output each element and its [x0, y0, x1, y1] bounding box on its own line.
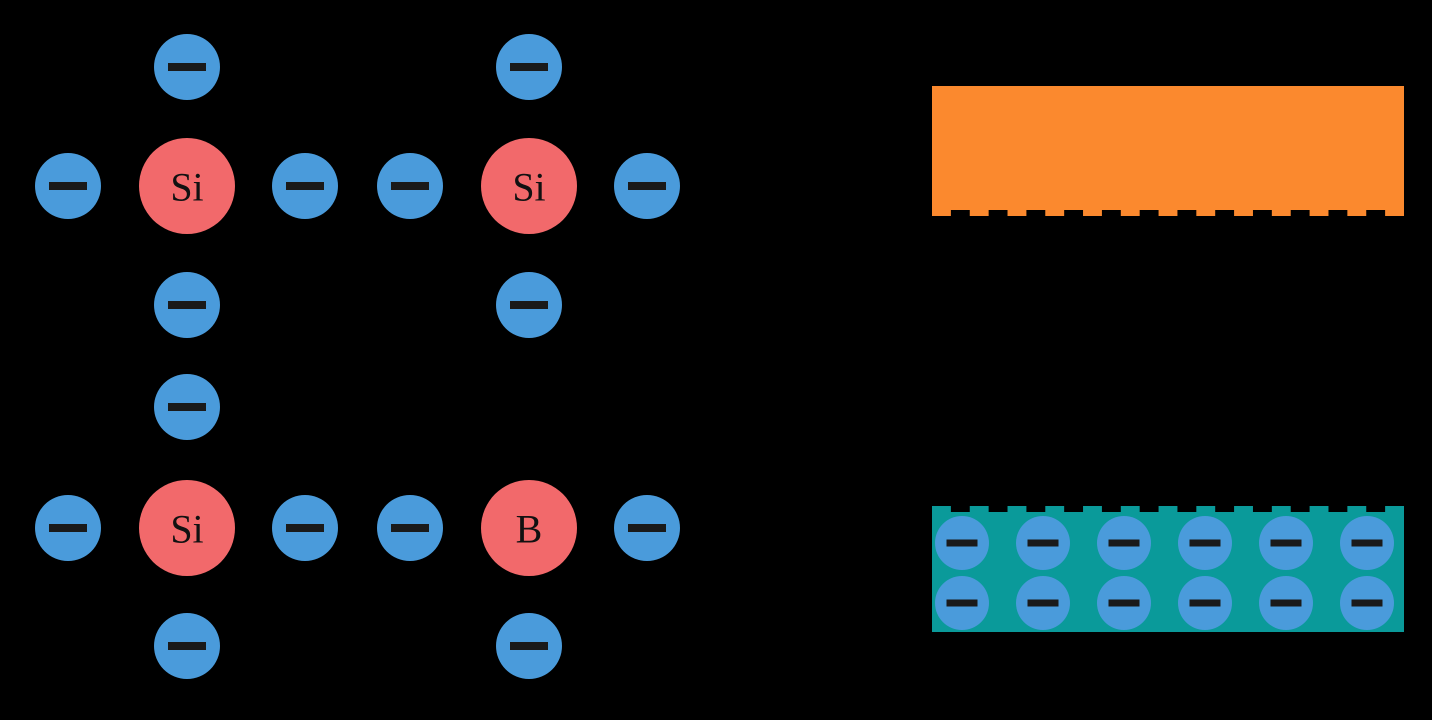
- minus-sign-icon: [510, 642, 548, 650]
- lattice-e-row2-mid-left: [272, 495, 338, 561]
- minus-sign-icon: [286, 524, 324, 532]
- minus-sign-icon: [168, 642, 206, 650]
- atom-si-top-right[interactable]: Si: [481, 138, 577, 234]
- lattice-e-row1-mid-right: [377, 153, 443, 219]
- minus-sign-icon: [168, 301, 206, 309]
- valence-band-edge-tooth: [1196, 506, 1216, 512]
- conduction-band-edge-tooth: [932, 210, 951, 216]
- valence-band-edge-tooth: [1385, 506, 1404, 512]
- atom-circle: [139, 480, 235, 576]
- conduction-band-edge-tooth: [1158, 210, 1178, 216]
- lattice-e-row1-far-right: [614, 153, 680, 219]
- minus-sign-icon: [391, 524, 429, 532]
- conduction-band-edge-tooth: [969, 210, 989, 216]
- conduction-band-edge-tooth: [1347, 210, 1367, 216]
- minus-sign-icon: [286, 182, 324, 190]
- valence-electron-r0c1: [1016, 516, 1070, 570]
- minus-sign-icon: [168, 403, 206, 411]
- band-conduction-band[interactable]: [932, 86, 1404, 216]
- minus-sign-icon: [1027, 599, 1059, 607]
- valence-band-edge-tooth: [1271, 506, 1291, 512]
- valence-electron-r1c2: [1097, 576, 1151, 630]
- conduction-band-edge-tooth: [1007, 210, 1027, 216]
- minus-sign-icon: [49, 524, 87, 532]
- conduction-band-edge-tooth: [1120, 210, 1140, 216]
- minus-sign-icon: [1270, 539, 1302, 547]
- minus-sign-icon: [946, 599, 978, 607]
- conduction-band-edge-tooth: [1045, 210, 1065, 216]
- conduction-band-edge-tooth: [1271, 210, 1291, 216]
- lattice-e-c1-above: [154, 34, 220, 100]
- valence-band-edge-tooth: [1007, 506, 1027, 512]
- atom-circle: [481, 138, 577, 234]
- conduction-band-edge-tooth: [1385, 210, 1404, 216]
- conduction-band-edge-tooth: [1309, 210, 1329, 216]
- minus-sign-icon: [1189, 599, 1221, 607]
- lattice-e-row1-far-left: [35, 153, 101, 219]
- minus-sign-icon: [510, 63, 548, 71]
- valence-electron-r1c1: [1016, 576, 1070, 630]
- minus-sign-icon: [168, 63, 206, 71]
- lattice-e-row2-far-left: [35, 495, 101, 561]
- energy-band-group: [932, 86, 1404, 632]
- minus-sign-icon: [1270, 599, 1302, 607]
- atom-circle: [139, 138, 235, 234]
- lattice-e-row1-mid-left: [272, 153, 338, 219]
- valence-band-body: [932, 512, 1404, 632]
- lattice-e-c1-below-si3: [154, 613, 220, 679]
- lattice-e-c1-above-si3: [154, 374, 220, 440]
- valence-band-edge-tooth: [1083, 506, 1102, 512]
- valence-electron-r0c4: [1259, 516, 1313, 570]
- atom-si-bottom-left[interactable]: Si: [139, 480, 235, 576]
- valence-electron-r1c3: [1178, 576, 1232, 630]
- minus-sign-icon: [391, 182, 429, 190]
- valence-band-edge-tooth: [1234, 506, 1253, 512]
- lattice-e-c2-below-b: [496, 613, 562, 679]
- conduction-band-edge-tooth: [1083, 210, 1102, 216]
- lattice-e-row2-mid-right: [377, 495, 443, 561]
- minus-sign-icon: [1027, 539, 1059, 547]
- valence-electron-r0c3: [1178, 516, 1232, 570]
- minus-sign-icon: [1189, 539, 1221, 547]
- atom-si-top-left[interactable]: Si: [139, 138, 235, 234]
- atom-circle: [481, 480, 577, 576]
- conduction-band-edge-tooth: [1234, 210, 1253, 216]
- minus-sign-icon: [1351, 539, 1383, 547]
- valence-band-edge-tooth: [1347, 506, 1367, 512]
- valence-band-edge-tooth: [1158, 506, 1178, 512]
- lattice-e-c2-below-si2: [496, 272, 562, 338]
- valence-electron-r1c5: [1340, 576, 1394, 630]
- valence-band-edge-tooth: [932, 506, 951, 512]
- minus-sign-icon: [628, 182, 666, 190]
- conduction-band-body: [932, 86, 1404, 210]
- conduction-band-edge-tooth: [1196, 210, 1216, 216]
- minus-sign-icon: [628, 524, 666, 532]
- valence-band-edge-tooth: [1120, 506, 1140, 512]
- minus-sign-icon: [1351, 599, 1383, 607]
- valence-band-edge-tooth: [969, 506, 989, 512]
- lattice-e-row2-far-right: [614, 495, 680, 561]
- valence-electron-r1c4: [1259, 576, 1313, 630]
- valence-electron-r1c0: [935, 576, 989, 630]
- minus-sign-icon: [49, 182, 87, 190]
- valence-band-edge-tooth: [1045, 506, 1065, 512]
- valence-band-edge-tooth: [1309, 506, 1329, 512]
- lattice-e-c2-above: [496, 34, 562, 100]
- minus-sign-icon: [510, 301, 548, 309]
- minus-sign-icon: [946, 539, 978, 547]
- lattice-e-c1-below-si1: [154, 272, 220, 338]
- valence-electron-r0c5: [1340, 516, 1394, 570]
- minus-sign-icon: [1108, 599, 1140, 607]
- valence-electron-r0c0: [935, 516, 989, 570]
- valence-electron-r0c2: [1097, 516, 1151, 570]
- atom-b-bottom-right[interactable]: B: [481, 480, 577, 576]
- band-valence-band[interactable]: [932, 506, 1404, 632]
- minus-sign-icon: [1108, 539, 1140, 547]
